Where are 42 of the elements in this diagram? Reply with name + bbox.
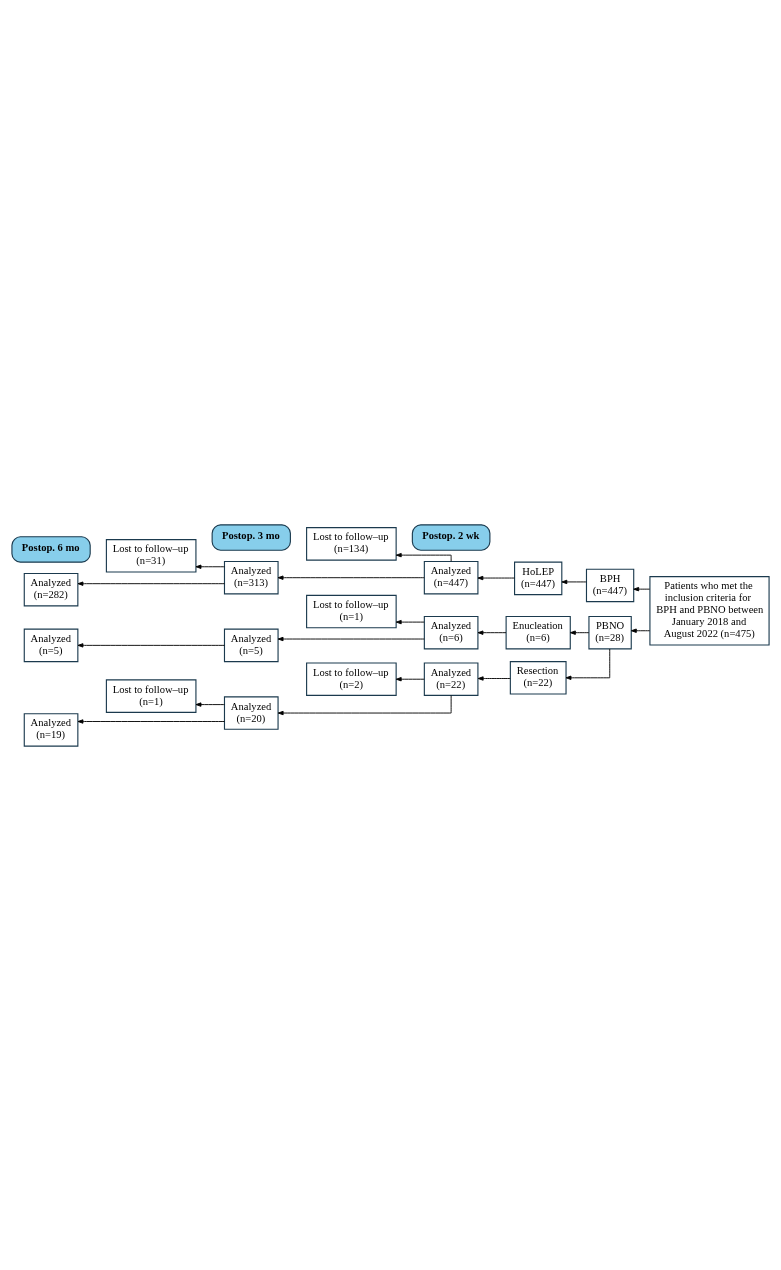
arrow [77,718,225,724]
node-box: Lost to follow–up (n=134) [306,526,397,561]
node-box: Analyzed (n=447) [423,560,479,594]
arrow [477,630,507,635]
node-box: Patients who met the inclusion criteria for BPH and PBNO between January 2018 and August 2022 (n=475) [649,575,770,646]
node-box: Analyzed (n=282) [23,572,79,606]
node-box: Analyzed (n=6) [423,615,479,649]
node-box: BPH (n=447) [585,568,635,602]
arrow [477,575,515,580]
arrow [565,648,611,680]
node-box: Analyzed (n=22) [423,661,479,696]
node-box: Lost to follow–up (n=2) [306,661,397,696]
arrow [195,564,225,569]
arrow [195,701,225,707]
node-box: HoLEP (n=447) [514,561,563,595]
arrow [277,636,425,641]
arrow [477,675,511,681]
node-box: Postop. 6 mo [11,535,91,563]
node-box: Analyzed (n=313) [223,560,279,594]
node-box: Analyzed (n=20) [223,695,279,730]
arrow [277,694,452,715]
arrow [395,619,425,624]
arrow [395,676,425,681]
node-box: Postop. 3 mo [211,523,291,551]
arrow [569,630,590,635]
arrow [633,586,651,591]
node-box: Enucleation (n=6) [505,615,571,649]
node-box: Lost to follow–up (n=1) [105,678,197,713]
arrow [77,581,225,586]
node-box: Analyzed (n=5) [23,628,79,662]
arrow [277,575,425,580]
node-box: Analyzed (n=5) [223,628,279,662]
node-box: Lost to follow–up (n=1) [306,594,397,628]
arrow [77,642,225,648]
node-box: PBNO (n=28) [588,615,632,649]
node-box: Resection (n=22) [509,660,567,695]
node-box: Analyzed (n=19) [23,712,79,747]
arrow [395,552,452,562]
node-box: Postop. 2 wk [411,523,491,551]
arrow [630,628,651,633]
arrow [561,579,587,584]
node-box: Lost to follow–up (n=31) [105,538,197,573]
